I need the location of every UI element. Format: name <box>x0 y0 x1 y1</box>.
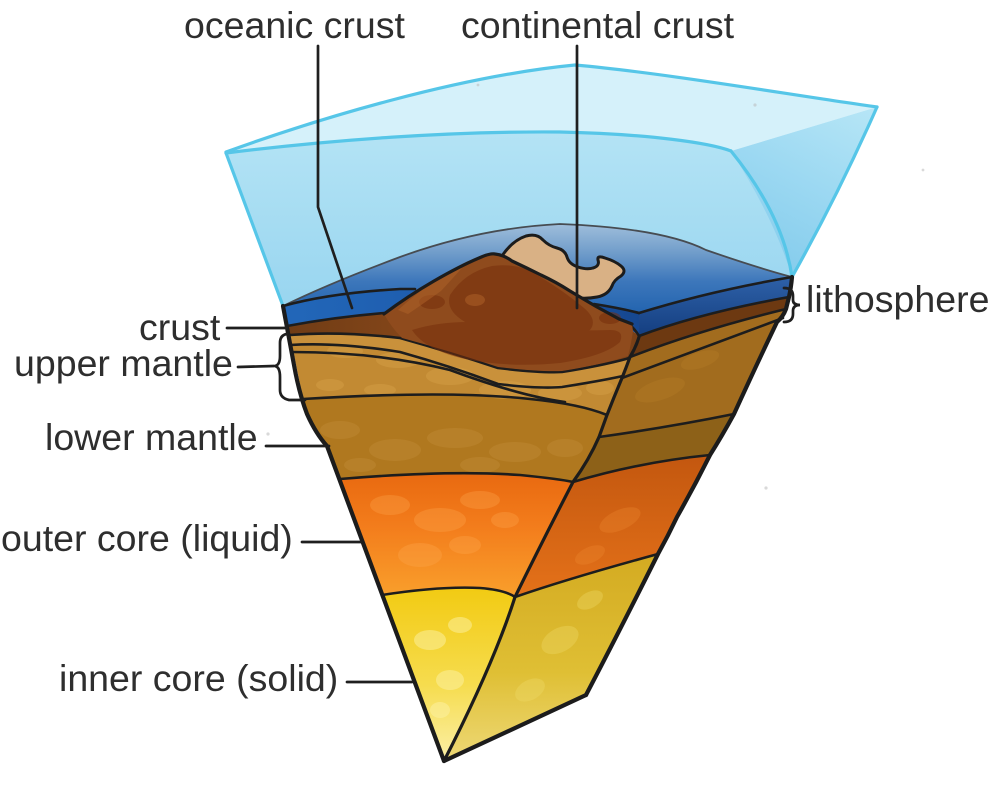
svg-text:outer core (liquid): outer core (liquid) <box>1 517 293 559</box>
svg-text:lithosphere: lithosphere <box>806 278 989 320</box>
svg-text:continental crust: continental crust <box>461 4 735 46</box>
svg-text:lower mantle: lower mantle <box>45 416 258 458</box>
svg-text:oceanic crust: oceanic crust <box>184 4 406 46</box>
svg-text:inner core (solid): inner core (solid) <box>59 657 338 699</box>
svg-text:upper mantle: upper mantle <box>14 342 233 384</box>
svg-text:crust: crust <box>139 306 221 348</box>
